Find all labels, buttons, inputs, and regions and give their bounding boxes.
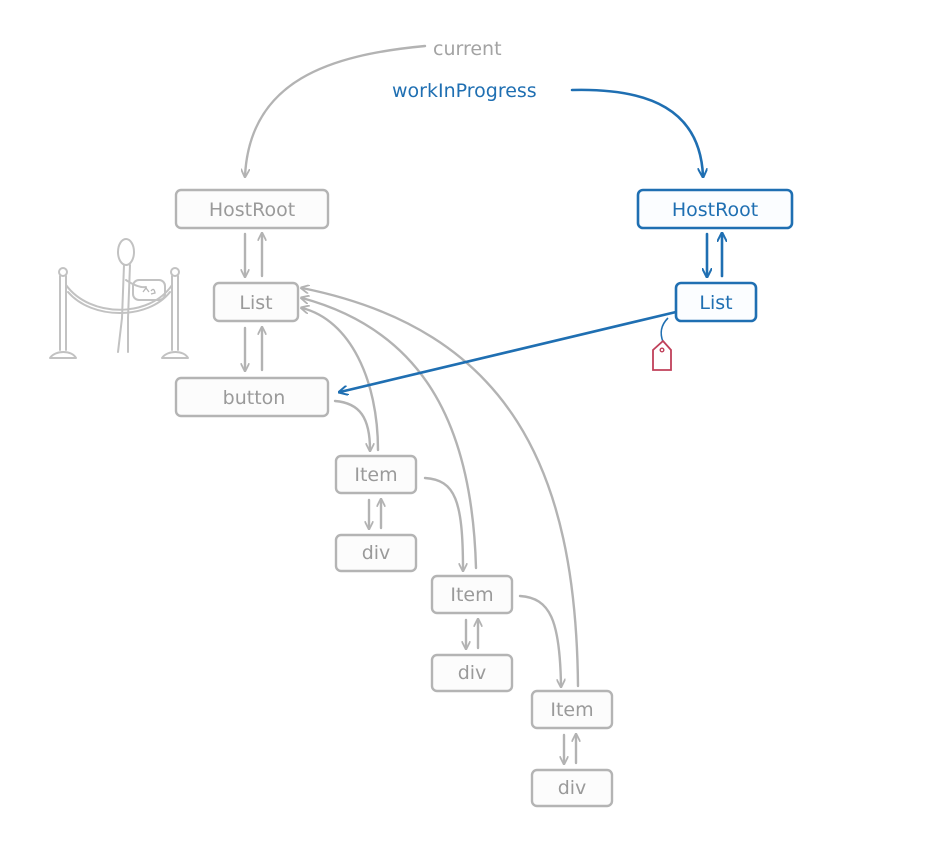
item-node-1-label: Item [354, 464, 397, 486]
button-to-item1-sibling-arrow [333, 399, 370, 450]
list-node: List [212, 281, 300, 323]
wip-hostroot-list-links [707, 234, 722, 276]
item1-return-arrow [302, 308, 380, 452]
item2-return-arrow [302, 298, 478, 570]
item3-div3-links [564, 735, 576, 763]
stick-figure-icon [117, 238, 166, 353]
list-node-label: List [239, 292, 272, 314]
item-node-3-label: Item [550, 699, 593, 721]
div-node-1-label: div [362, 542, 391, 564]
button-node: button [174, 376, 330, 418]
item2-to-item3-sibling-arrow [518, 594, 561, 686]
wip-hostroot-node: HostRoot [636, 188, 794, 230]
div-node-3: div [530, 768, 614, 808]
item2-div2-links [466, 620, 478, 648]
list-button-links [245, 328, 262, 370]
div-node-1: div [334, 533, 418, 573]
button-node-label: button [223, 387, 286, 409]
div-node-2-label: div [458, 662, 487, 684]
current-pointer-arrow [245, 44, 427, 176]
work-in-progress-pointer-arrow [570, 88, 703, 176]
current-pointer-label: current [433, 38, 502, 60]
hostroot-node: HostRoot [174, 188, 330, 230]
item1-div1-links [369, 500, 381, 528]
wip-list-node-label: List [699, 292, 732, 314]
work-in-progress-pointer-label: workInProgress [392, 80, 537, 102]
item-node-3: Item [530, 689, 614, 730]
item-node-2-label: Item [450, 584, 493, 606]
div-node-3-label: div [558, 777, 587, 799]
wip-list-node: List [674, 281, 758, 323]
item3-return-arrow [302, 288, 580, 688]
div-node-2: div [430, 653, 514, 693]
hostroot-node-label: HostRoot [209, 199, 295, 221]
item-node-2: Item [430, 574, 514, 615]
wip-list-to-button-arrow [340, 310, 678, 392]
wip-hostroot-node-label: HostRoot [672, 199, 758, 221]
item1-to-item2-sibling-arrow [423, 476, 463, 570]
hostroot-list-links [245, 234, 262, 276]
item-node-1: Item [334, 454, 418, 495]
price-tag-icon [652, 317, 672, 371]
